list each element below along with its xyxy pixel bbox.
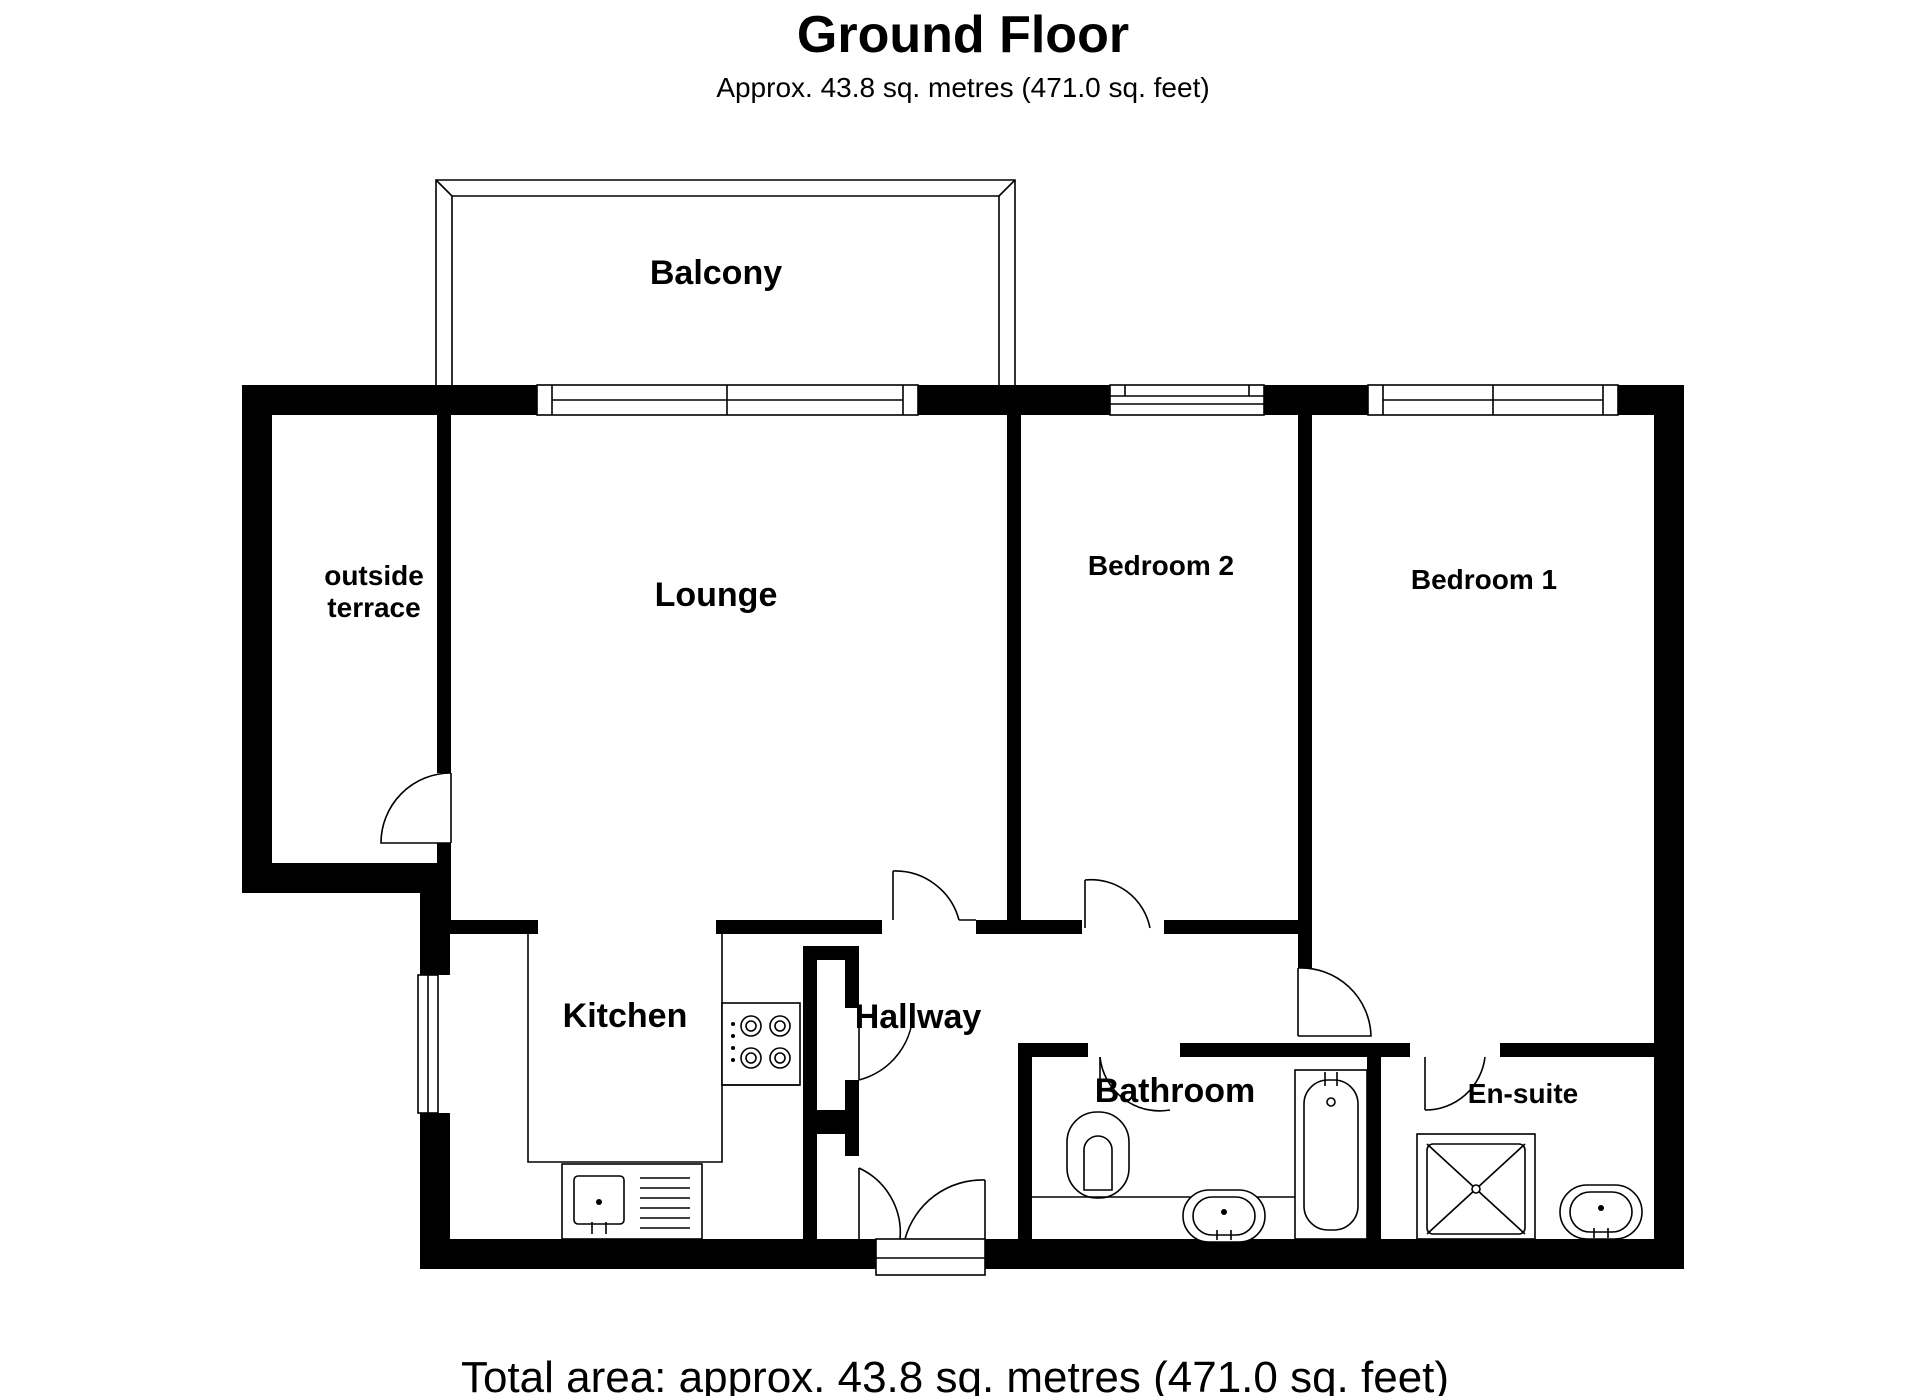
room-label-bedroom-2: Bedroom 2	[1088, 550, 1234, 581]
kitchen-sink-icon	[573, 1175, 690, 1234]
shower-icon	[1416, 1133, 1536, 1240]
balcony-outline	[435, 179, 1016, 387]
exterior-walls	[242, 385, 1684, 1269]
room-label-outside-terrace-line1: outside	[324, 560, 424, 591]
room-label-kitchen: Kitchen	[563, 997, 688, 1035]
front-door-step	[875, 1238, 986, 1276]
room-label-outside-terrace-line2: terrace	[327, 592, 420, 623]
page-title: Ground Floor	[797, 6, 1129, 64]
ensuite-basin-icon	[1559, 1184, 1643, 1240]
bathroom-basin-icon	[1032, 1189, 1295, 1243]
room-label-balcony: Balcony	[650, 254, 782, 292]
door-swings	[380, 772, 1486, 1240]
kitchen-counter	[527, 934, 801, 1240]
room-label-lounge: Lounge	[655, 576, 778, 614]
room-label-hallway: Hallway	[855, 998, 982, 1036]
bath-icon	[1294, 1069, 1368, 1240]
room-label-bathroom: Bathroom	[1095, 1072, 1256, 1110]
hob-icon	[731, 1015, 791, 1069]
interior-walls	[437, 415, 1654, 1269]
lounge-window	[536, 384, 919, 416]
room-label-ensuite: En-suite	[1468, 1078, 1578, 1109]
kitchen-window	[417, 974, 439, 1114]
room-label-bedroom-1: Bedroom 1	[1411, 564, 1557, 595]
bedroom1-window	[1367, 384, 1619, 416]
page-subtitle: Approx. 43.8 sq. metres (471.0 sq. feet)	[716, 72, 1209, 103]
bedroom2-window	[1109, 384, 1265, 416]
total-area-label: Total area: approx. 43.8 sq. metres (471…	[461, 1353, 1449, 1396]
toilet-icon	[1066, 1111, 1130, 1199]
